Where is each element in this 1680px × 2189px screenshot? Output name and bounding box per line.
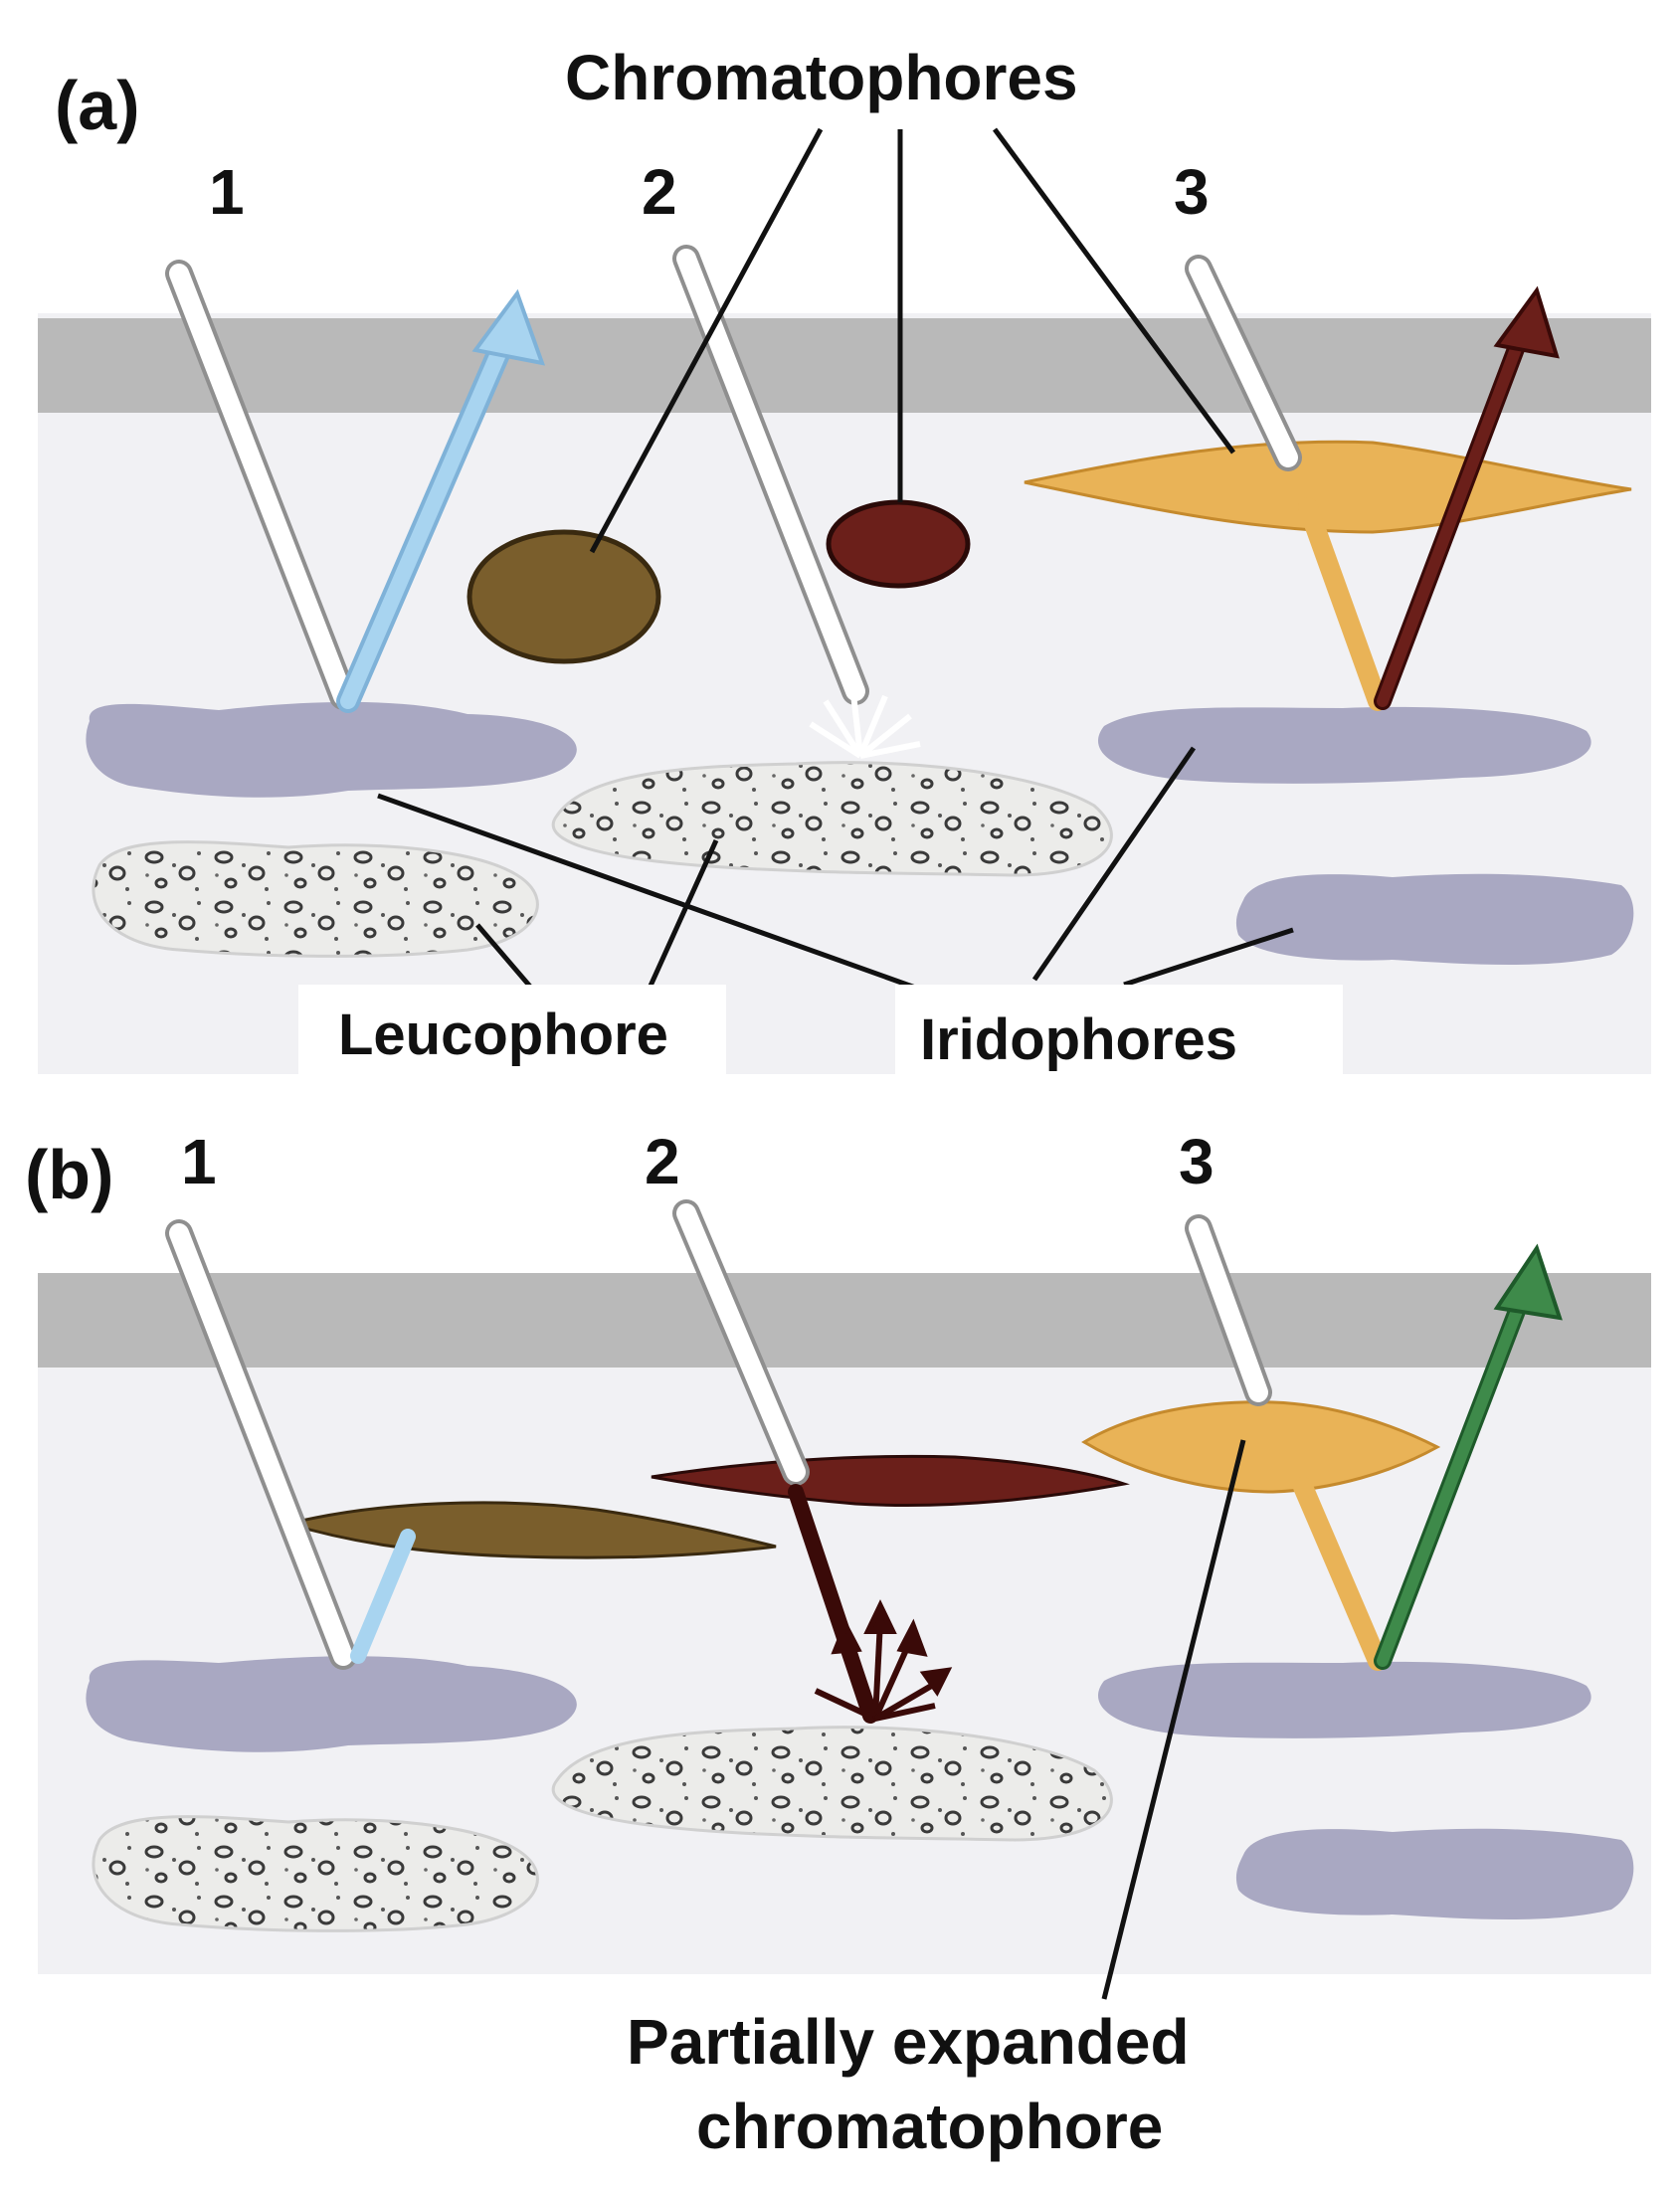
panel-a-label: (a)	[55, 67, 140, 144]
incoming-light-b2-core	[676, 1203, 806, 1482]
panel-b-number-2: 2	[645, 1126, 680, 1197]
epidermis-layer-b	[38, 1273, 1651, 1368]
filtered-light-b3	[1293, 1477, 1388, 1671]
iridophore-a3-upper	[1098, 706, 1591, 784]
reflected-light-b3-core	[1377, 1292, 1528, 1667]
scatter-burst-b2	[814, 1599, 953, 1722]
filtered-light-a3	[1298, 497, 1388, 711]
reflected-light-a3-core	[1377, 327, 1528, 707]
leucophore-a1	[92, 840, 539, 958]
leucophore-label: Leucophore	[338, 1003, 668, 1067]
leucophore-b1	[92, 1815, 539, 1932]
melanophore-a1	[467, 529, 661, 664]
iridophore-a1	[86, 701, 577, 798]
panel-b: (b) 1 2 3 Partially expanded chromatopho…	[25, 1126, 1651, 2162]
panel-a-number-3: 3	[1174, 156, 1210, 228]
incoming-light-a3-core	[1189, 259, 1298, 467]
panel-b-number-1: 1	[181, 1126, 217, 1197]
leucophore-a2	[551, 761, 1113, 877]
xanthophore-b3-partial	[1081, 1400, 1441, 1494]
leucophore-b2	[551, 1726, 1113, 1842]
iridophores-label: Iridophores	[920, 1007, 1237, 1072]
iridophore-b1	[86, 1656, 577, 1752]
incoming-light-b3-core	[1189, 1218, 1268, 1402]
partially-expanded-label-line1: Partially expanded	[627, 2006, 1190, 2078]
panel-b-number-3: 3	[1179, 1126, 1214, 1197]
arrowhead-a3-red	[1493, 285, 1560, 359]
arrowhead-b3-green	[1493, 1243, 1563, 1321]
iridophores-label-bg	[895, 985, 1343, 1074]
panel-a: (a) 1 2 3 Chromatophores Leucophore Irid…	[38, 42, 1651, 1074]
incoming-light-a2-core	[676, 249, 865, 701]
arrowhead-a1-blue	[471, 288, 546, 366]
panel-a-number-2: 2	[642, 156, 677, 228]
partially-expanded-label-line2: chromatophore	[696, 2091, 1163, 2162]
leader-line-b	[1101, 1439, 1246, 2000]
incoming-light-b1-core	[169, 1223, 353, 1666]
iridophore-b3-lower	[1235, 1828, 1634, 1919]
chromatophores-label: Chromatophores	[565, 42, 1078, 113]
leader-lines-a	[377, 127, 1294, 1022]
iridophore-a3-lower	[1235, 873, 1634, 965]
panel-b-label: (b)	[25, 1136, 113, 1213]
erythrophore-a2	[826, 499, 971, 589]
leucophore-label-bg	[298, 985, 726, 1074]
scatter-burst-a2	[809, 693, 921, 759]
iridophore-b3-upper	[1098, 1661, 1591, 1738]
panel-a-number-1: 1	[209, 156, 245, 228]
incoming-light-a1-core	[169, 264, 353, 706]
reflected-light-a1-core	[340, 325, 515, 709]
reflected-light-b1	[350, 1529, 416, 1664]
epidermis-layer-a	[38, 318, 1651, 413]
